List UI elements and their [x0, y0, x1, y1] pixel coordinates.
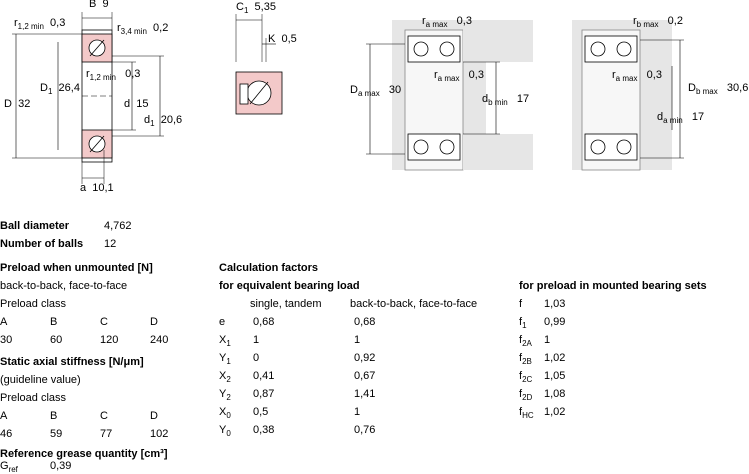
- dim-C1: C1 5,35: [236, 1, 276, 15]
- dim-a: a 10,1: [80, 182, 114, 194]
- calc-value-single: 0,41: [253, 370, 275, 382]
- calc-symbol: X0: [219, 406, 231, 420]
- mounted-value: 1,03: [544, 298, 566, 310]
- dim-db: db min 17: [482, 93, 530, 107]
- mounted-value: 1,08: [544, 388, 566, 400]
- stiffness-class-D: D: [150, 410, 158, 422]
- stiffness-heading: Static axial stiffness [N/μm]: [0, 356, 144, 368]
- dim-ra3: ra max 0,3: [612, 69, 662, 83]
- stiffness-note: (guideline value): [0, 374, 81, 386]
- preload-class-label: Preload class: [0, 298, 67, 310]
- stiffness-value-A: 46: [0, 428, 13, 440]
- preload-class-C: C: [100, 316, 108, 328]
- ball-diameter-label: Ball diameter: [0, 220, 70, 232]
- dim-K: K 0,5: [268, 33, 297, 45]
- ball-diameter-value: 4,762: [104, 220, 132, 232]
- calc-symbol: Y1: [219, 352, 231, 366]
- calc-value-btb: 0,67: [354, 370, 376, 382]
- preload-value-D: 240: [150, 334, 169, 346]
- preload-value-C: 120: [100, 334, 119, 346]
- mounted-symbol: f: [519, 298, 523, 310]
- calc-value-btb: 0,76: [354, 424, 376, 436]
- mounting-drawing-2: [572, 20, 684, 171]
- mounting-drawing-1: [366, 20, 533, 171]
- preload-class-B: B: [50, 316, 58, 328]
- dim-B: B 9: [89, 0, 109, 10]
- dim-da: da min 17: [657, 111, 705, 125]
- mounted-value: 1,02: [544, 352, 566, 364]
- mounted-heading: for preload in mounted bearing sets: [519, 280, 707, 292]
- mounted-symbol: f2C: [519, 370, 533, 384]
- dim-rb: rb max 0,2: [633, 15, 683, 29]
- dim-Db: Db max 30,6: [688, 82, 749, 96]
- stiffness-class-B: B: [50, 410, 58, 422]
- calc-value-single: 0,5: [253, 406, 269, 418]
- dim-r12: r1,2 min 0,3: [14, 17, 66, 31]
- mounted-symbol: f2D: [519, 388, 533, 402]
- preload-heading: Preload when unmounted [N]: [0, 262, 153, 274]
- number-of-balls-label: Number of balls: [0, 238, 84, 250]
- dim-r12b: r1,2 min 0,3: [86, 68, 141, 82]
- calc-value-btb: 1: [354, 334, 361, 346]
- stiffness-value-D: 102: [150, 428, 169, 440]
- mounted-value: 1: [544, 334, 551, 346]
- bearing-drawings: [12, 12, 684, 184]
- dim-r34: r3,4 min 0,2: [117, 22, 169, 36]
- mounted-symbol: fHC: [519, 406, 534, 420]
- stiffness-class-C: C: [100, 410, 108, 422]
- mounted-symbol: f1: [519, 316, 527, 330]
- c1-k-detail-drawing: [235, 14, 283, 115]
- mounted-value: 0,99: [544, 316, 566, 328]
- mounted-symbol: f2A: [519, 334, 532, 348]
- calc-value-btb: 1: [354, 406, 361, 418]
- mounted-value: 1,05: [544, 370, 566, 382]
- dim-ra1: ra max 0,3: [422, 15, 472, 29]
- preload-class-A: A: [0, 316, 8, 328]
- calc-value-single: 0,68: [253, 316, 275, 328]
- stiffness-class-label: Preload class: [0, 392, 67, 404]
- stiffness-value-B: 59: [50, 428, 63, 440]
- dim-D: D 32: [4, 98, 31, 110]
- calc-symbol: Y2: [219, 388, 231, 402]
- calc-value-single: 1: [253, 334, 260, 346]
- calc-symbol: X1: [219, 334, 231, 348]
- calc-value-btb: 0,68: [354, 316, 376, 328]
- calc-heading-1: Calculation factors: [219, 262, 319, 274]
- calc-symbol: X2: [219, 370, 231, 384]
- grease-label: Gref: [0, 460, 18, 474]
- calc-value-single: 0,38: [253, 424, 275, 436]
- preload-class-D: D: [150, 316, 158, 328]
- mounted-value: 1,02: [544, 406, 566, 418]
- calc-symbol: Y0: [219, 424, 231, 438]
- dim-Da: Da max 30: [350, 84, 402, 98]
- calc-col-btb: back-to-back, face-to-face: [350, 298, 478, 310]
- calc-value-single: 0,87: [253, 388, 275, 400]
- calc-value-btb: 0,92: [354, 352, 376, 364]
- stiffness-value-C: 77: [100, 428, 113, 440]
- calc-value-single: 0: [253, 352, 260, 364]
- dim-ra2: ra max 0,3: [434, 69, 484, 83]
- number-of-balls-value: 12: [104, 238, 117, 250]
- cross-section-drawing: [12, 12, 164, 184]
- dim-D1: D1 26,4: [40, 82, 80, 96]
- calc-col-single: single, tandem: [250, 298, 322, 310]
- preload-value-B: 60: [50, 334, 63, 346]
- grease-value: 0,39: [50, 460, 72, 472]
- calc-value-btb: 1,41: [354, 388, 376, 400]
- dim-d1: d1 20,6: [144, 114, 183, 128]
- dim-d: d 15: [124, 98, 149, 110]
- calc-heading-2: for equivalent bearing load: [219, 280, 360, 292]
- mounted-symbol: f2B: [519, 352, 532, 366]
- preload-arrangement: back-to-back, face-to-face: [0, 280, 128, 292]
- calc-symbol: e: [219, 316, 226, 328]
- stiffness-class-A: A: [0, 410, 8, 422]
- grease-heading: Reference grease quantity [cm³]: [0, 448, 168, 460]
- preload-value-A: 30: [0, 334, 13, 346]
